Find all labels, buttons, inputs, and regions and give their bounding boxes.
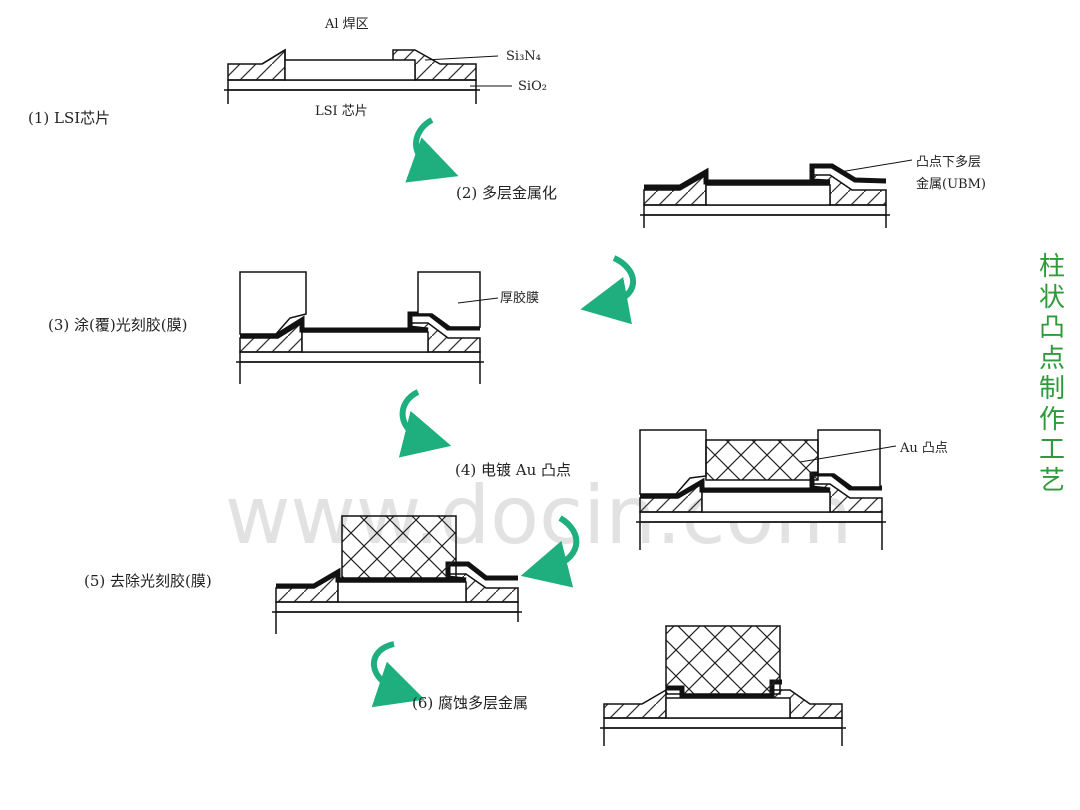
step-4-annot-bump: Au 凸点 (899, 441, 948, 456)
step-4-diagram (636, 429, 897, 550)
curved-arrow-icon (405, 117, 459, 183)
step-3-annot-resist: 厚胶膜 (500, 290, 539, 306)
title-char: 工 (1038, 435, 1065, 465)
step-4-label: (4) 电镀 Au 凸点 (455, 461, 571, 479)
step-3-diagram (236, 271, 499, 384)
title-char: 状 (1038, 282, 1065, 313)
curved-arrow-icon (371, 641, 425, 708)
page-title: 柱状凸点制作工艺 (1036, 252, 1068, 496)
step-1-label: (1) LSI芯片 (28, 109, 110, 127)
title-char: 柱 (1038, 252, 1065, 282)
title-char: 艺 (1038, 465, 1065, 496)
title-char: 作 (1038, 404, 1065, 435)
step-1-annot-sio2: SiO₂ (518, 79, 547, 94)
step-6-diagram (600, 625, 846, 746)
curved-arrow-icon (520, 515, 580, 588)
curved-arrow-icon (580, 255, 636, 325)
curved-arrow-icon (398, 389, 452, 458)
step-2-annot-ubm-line1: 凸点下多层 (916, 154, 981, 170)
step-1-annot-si3n4: Si₃N₄ (506, 49, 541, 64)
step-1-diagram (224, 48, 512, 104)
title-char: 点 (1038, 343, 1065, 374)
title-char: 制 (1038, 374, 1065, 404)
step-1-annot-al-pad: Al 焊区 (324, 16, 369, 32)
step-1-annot-chip: LSI 芯片 (315, 104, 368, 119)
step-6-label: (6) 腐蚀多层金属 (412, 694, 528, 712)
step-2-label: (2) 多层金属化 (456, 184, 557, 202)
step-2-annot-ubm-line2: 金属(UBM) (916, 176, 986, 192)
step-2-diagram (640, 159, 913, 228)
step-5-label: (5) 去除光刻胶(膜) (84, 572, 212, 590)
step-3-label: (3) 涂(覆)光刻胶(膜) (48, 316, 187, 334)
title-char: 凸 (1038, 313, 1065, 343)
step-5-diagram (272, 515, 522, 634)
